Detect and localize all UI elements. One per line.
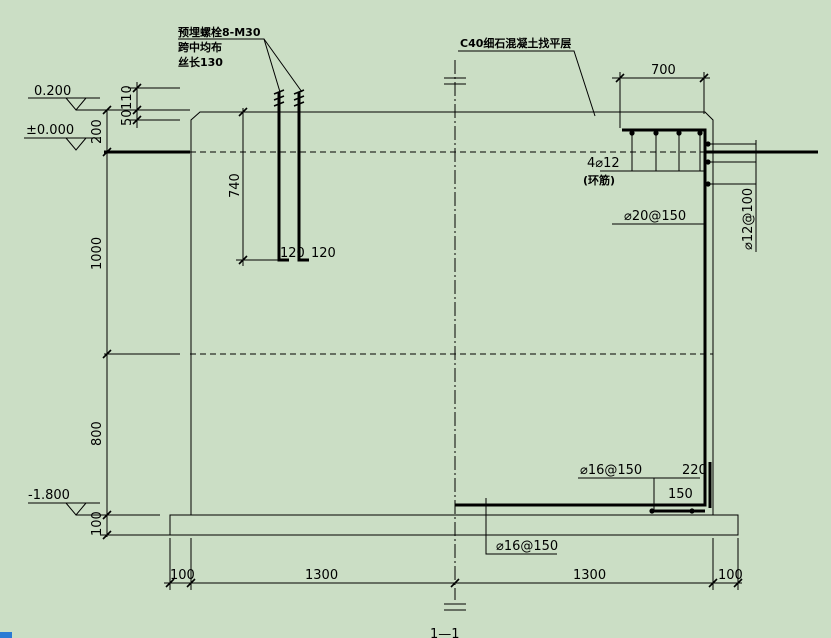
bottom-dimension-chain: 100 1300 1300 100 bbox=[164, 538, 743, 590]
bottom-dim-100-right: 100 bbox=[718, 568, 743, 583]
dim-800: 800 bbox=[90, 421, 105, 446]
left-dimension-chain: 110 50 200 1000 800 100 bbox=[90, 82, 180, 540]
bolt-note-line-2: 跨中均布 bbox=[178, 40, 222, 54]
bolt-note-line-1: 预埋螺栓8-M30 bbox=[178, 25, 261, 39]
bottom-dim-1300-left: 1300 bbox=[305, 568, 338, 583]
ring-bar-note: (环筋) bbox=[583, 173, 615, 187]
top-dim-700: 700 bbox=[651, 63, 676, 78]
bolt-hook-right-dim: 120 bbox=[311, 246, 336, 261]
foundation-outline bbox=[169, 111, 739, 536]
reinforcement bbox=[455, 128, 712, 514]
bottom-bottom-leader bbox=[485, 498, 557, 555]
bolt-hook-left-dim: 120 bbox=[280, 246, 305, 261]
dim-50: 50 bbox=[120, 109, 135, 126]
elevation-zero-label: ±0.000 bbox=[26, 123, 74, 138]
elevation-bottom-marker: -1.800 bbox=[28, 488, 160, 516]
center-line bbox=[444, 60, 466, 611]
wall-side-leaders bbox=[708, 140, 757, 252]
corner-dim-220: 220 bbox=[682, 463, 707, 478]
elevation-top-label: 0.200 bbox=[34, 84, 71, 99]
ring-bar-label: 4⌀12 bbox=[587, 156, 620, 171]
elevation-bottom-label: -1.800 bbox=[28, 488, 70, 503]
dim-110: 110 bbox=[120, 85, 135, 110]
leveling-note-text: C40细石混凝土找平层 bbox=[460, 36, 571, 50]
dim-100-left: 100 bbox=[90, 511, 105, 536]
bolt-note: 预埋螺栓8-M30 跨中均布 丝长130 bbox=[178, 25, 303, 93]
corner-indicator bbox=[0, 632, 12, 638]
bolt-embed-dimension: 740 bbox=[228, 107, 278, 266]
bottom-dim-1300-right: 1300 bbox=[573, 568, 606, 583]
bolt-embed-dim: 740 bbox=[228, 173, 243, 198]
top-dimension-700: 700 bbox=[612, 63, 710, 128]
elevation-zero-marker: ±0.000 bbox=[24, 123, 100, 151]
section-label: 1—1 bbox=[430, 627, 460, 638]
bottom-top-label: ⌀16@150 bbox=[580, 463, 642, 478]
dim-200: 200 bbox=[90, 119, 105, 144]
leveling-note: C40细石混凝土找平层 bbox=[458, 36, 596, 117]
bolt-note-line-3: 丝长130 bbox=[178, 55, 223, 69]
bottom-bottom-label: ⌀16@150 bbox=[496, 539, 558, 554]
wall-main-label: ⌀20@150 bbox=[624, 209, 686, 224]
anchor-bolts: 120 120 bbox=[273, 89, 336, 262]
bottom-dim-100-left: 100 bbox=[170, 568, 195, 583]
elevation-top-marker: 0.200 bbox=[28, 84, 190, 111]
corner-dim-150: 150 bbox=[668, 487, 693, 502]
wall-side-label: ⌀12@100 bbox=[741, 188, 756, 250]
dim-1000: 1000 bbox=[90, 237, 105, 270]
